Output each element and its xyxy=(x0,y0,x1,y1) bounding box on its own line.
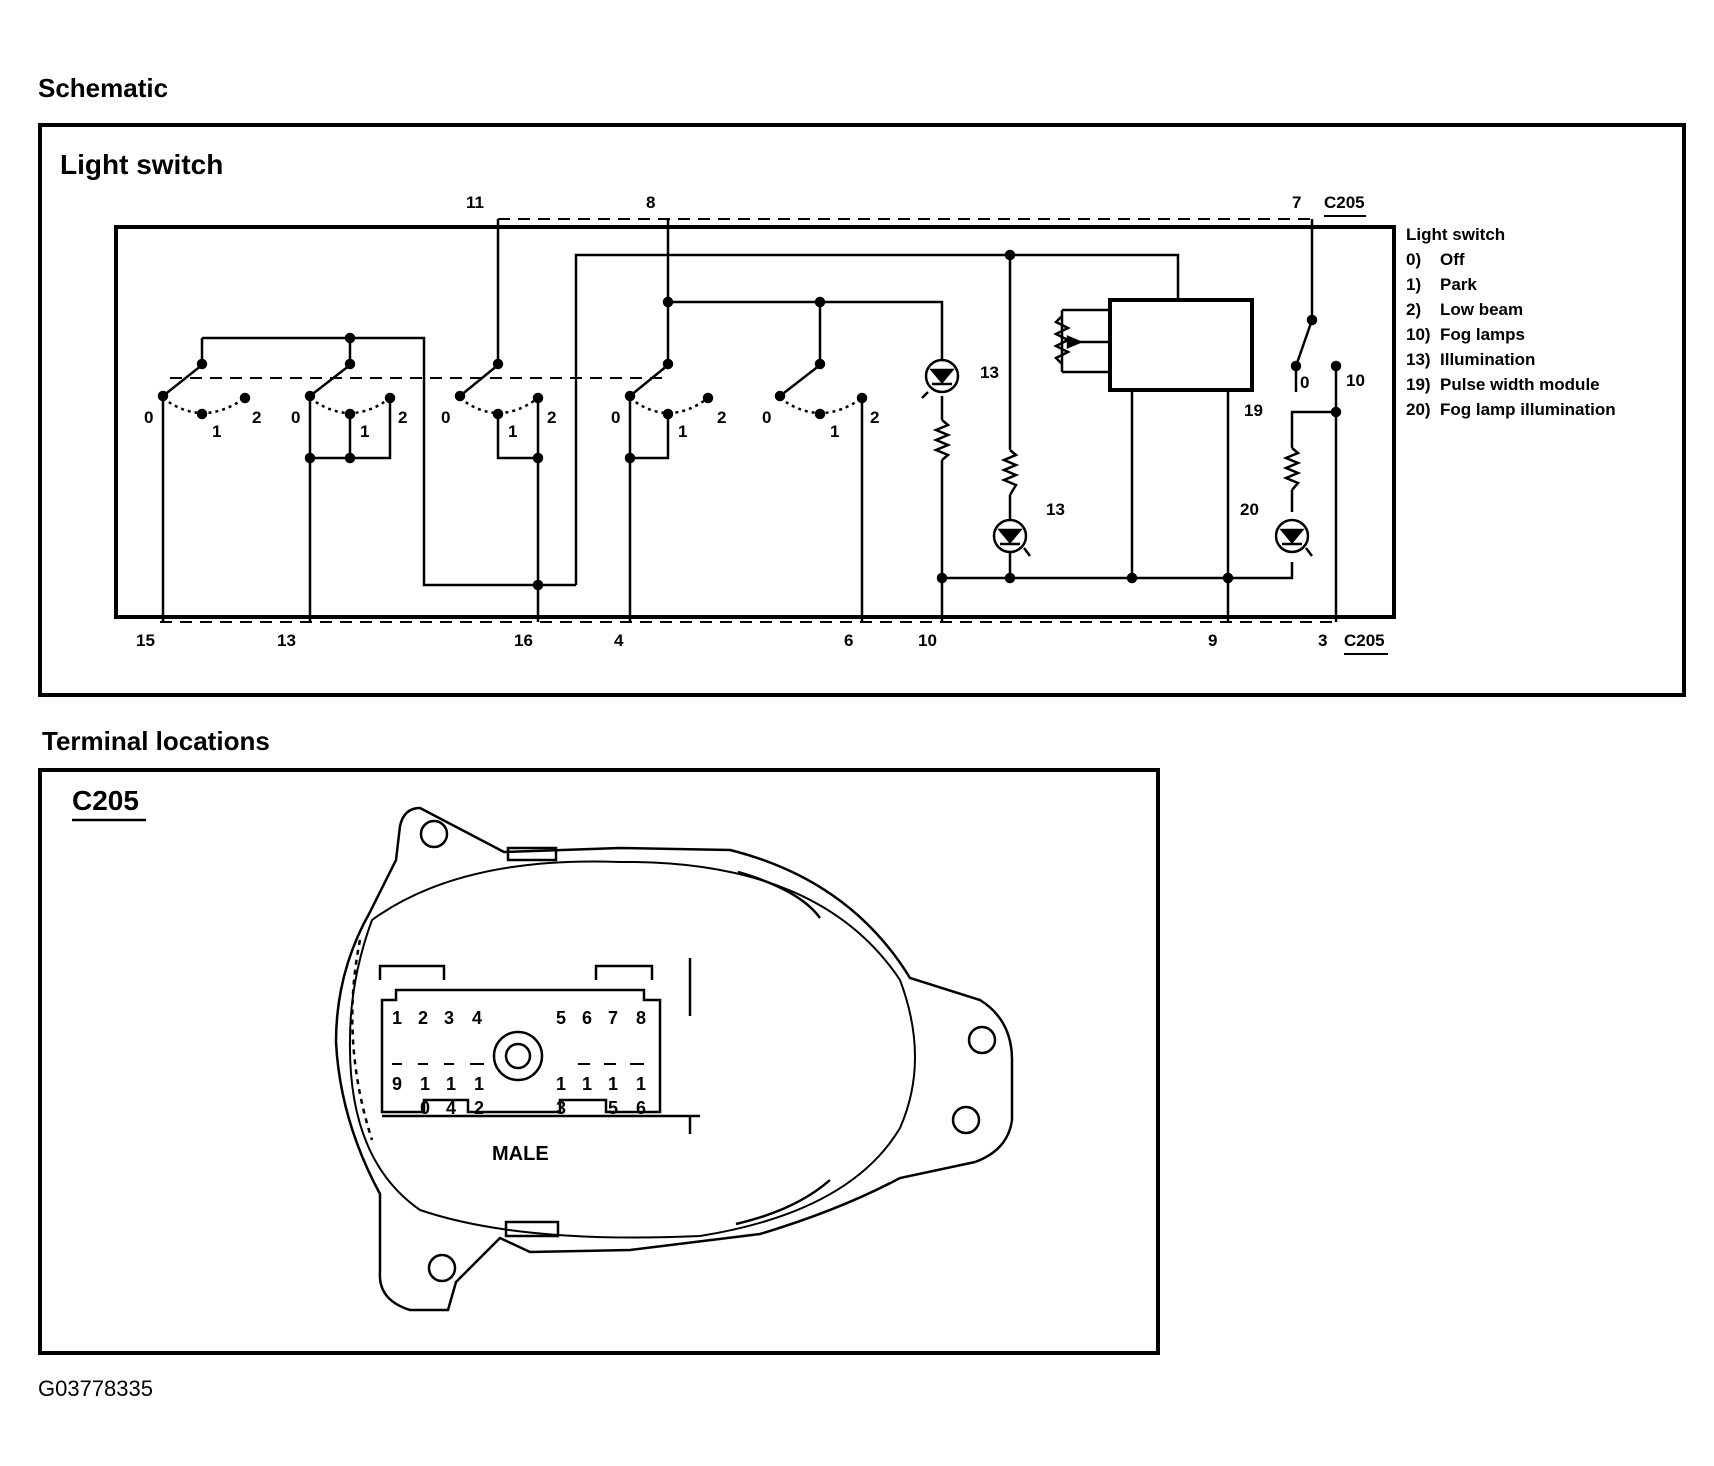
svg-text:0: 0 xyxy=(441,408,450,427)
bottom-pin-6: 6 xyxy=(844,631,853,650)
figure-id: G03778335 xyxy=(38,1376,153,1401)
switch-body xyxy=(114,225,1396,619)
gender-label: MALE xyxy=(492,1143,549,1165)
potentiometer-icon xyxy=(1053,308,1110,374)
terminal-3: 3 xyxy=(444,1008,454,1028)
svg-text:0: 0 xyxy=(144,408,153,427)
bottom-pin-4: 4 xyxy=(614,631,624,650)
svg-text:1): 1) xyxy=(1406,275,1421,294)
bottom-pin-10: 10 xyxy=(918,631,937,650)
label-20: 20 xyxy=(1240,500,1259,519)
svg-text:5: 5 xyxy=(608,1098,618,1118)
pulse-width-module xyxy=(1108,298,1254,392)
top-pin-11: 11 xyxy=(466,193,484,212)
svg-text:2): 2) xyxy=(1406,300,1421,319)
svg-text:2: 2 xyxy=(474,1098,484,1118)
resistor-icon xyxy=(932,419,952,461)
connector-housing xyxy=(334,806,1014,1312)
svg-text:Illumination: Illumination xyxy=(1440,350,1535,369)
wiring xyxy=(161,219,1338,622)
svg-text:2: 2 xyxy=(870,408,879,427)
label-10-fog: 10 xyxy=(1346,371,1365,390)
resistor-icon xyxy=(1000,449,1020,496)
terminal-8: 8 xyxy=(636,1008,646,1028)
label-0-fog: 0 xyxy=(1300,373,1309,392)
top-pin-7: 7 xyxy=(1292,193,1301,212)
svg-text:19): 19) xyxy=(1406,375,1431,394)
svg-text:2: 2 xyxy=(252,408,261,427)
bottom-pin-3: 3 xyxy=(1318,631,1327,650)
resistor-icon xyxy=(1282,447,1302,491)
bottom-connector-label: C205 xyxy=(1344,631,1385,650)
svg-text:1: 1 xyxy=(678,422,687,441)
svg-text:Pulse width module: Pulse width module xyxy=(1440,375,1600,394)
svg-text:20): 20) xyxy=(1406,400,1431,419)
svg-text:0: 0 xyxy=(420,1098,430,1118)
svg-text:0: 0 xyxy=(291,408,300,427)
svg-text:1: 1 xyxy=(360,422,369,441)
bottom-pin-9: 9 xyxy=(1208,631,1217,650)
terminal-numbers: 1 2 3 4 5 6 7 8 9 1 1 1 1 1 1 1 0 4 2 3 … xyxy=(392,1008,646,1118)
svg-text:3: 3 xyxy=(556,1098,566,1118)
schematic-panel-title: Light switch xyxy=(60,149,223,180)
terminal-1: 1 xyxy=(392,1008,402,1028)
schematic-heading: Schematic xyxy=(38,73,168,103)
terminals-connector-label: C205 xyxy=(72,785,139,816)
top-pin-8: 8 xyxy=(646,193,655,212)
terminal-11-tens: 1 xyxy=(582,1074,592,1094)
svg-text:Low beam: Low beam xyxy=(1440,300,1523,319)
svg-text:Fog lamp illumination: Fog lamp illumination xyxy=(1440,400,1616,419)
svg-text:1: 1 xyxy=(212,422,221,441)
top-connector-label: C205 xyxy=(1324,193,1365,212)
lamp-icon xyxy=(921,358,960,399)
svg-text:2: 2 xyxy=(717,408,726,427)
terminal-15-tens: 1 xyxy=(608,1074,618,1094)
legend-title: Light switch xyxy=(1406,225,1505,244)
terminal-9: 9 xyxy=(392,1074,402,1094)
schematic-frame xyxy=(38,123,1686,697)
lamp-icon xyxy=(1274,518,1313,557)
svg-text:6: 6 xyxy=(636,1098,646,1118)
svg-text:2: 2 xyxy=(547,408,556,427)
svg-text:0: 0 xyxy=(762,408,771,427)
terminals-frame xyxy=(38,768,1160,1355)
svg-text:0: 0 xyxy=(611,408,620,427)
terminal-5: 5 xyxy=(556,1008,566,1028)
terminal-13-tens: 1 xyxy=(556,1074,566,1094)
bottom-pin-13: 13 xyxy=(277,631,296,650)
svg-text:10): 10) xyxy=(1406,325,1431,344)
terminal-16-tens: 1 xyxy=(636,1074,646,1094)
bottom-pin-15: 15 xyxy=(136,631,155,650)
terminal-6: 6 xyxy=(582,1008,592,1028)
legend: Light switch 0) Off 1) Park 2) Low beam … xyxy=(1406,225,1616,419)
label-13-top: 13 xyxy=(980,363,999,382)
svg-text:1: 1 xyxy=(508,422,517,441)
svg-text:2: 2 xyxy=(398,408,407,427)
svg-text:Fog lamps: Fog lamps xyxy=(1440,325,1525,344)
svg-text:4: 4 xyxy=(446,1098,456,1118)
terminal-12-tens: 1 xyxy=(474,1074,484,1094)
switch-position-labels: 0 1 2 0 1 2 0 1 2 0 1 2 0 1 2 xyxy=(144,408,879,441)
terminal-7: 7 xyxy=(608,1008,618,1028)
svg-text:1: 1 xyxy=(830,422,839,441)
terminal-14-tens: 1 xyxy=(446,1074,456,1094)
terminal-10-tens: 1 xyxy=(420,1074,430,1094)
label-13-bottom: 13 xyxy=(1046,500,1065,519)
terminal-2: 2 xyxy=(418,1008,428,1028)
svg-text:13): 13) xyxy=(1406,350,1431,369)
svg-text:Off: Off xyxy=(1440,250,1465,269)
terminal-4: 4 xyxy=(472,1008,482,1028)
bottom-pin-16: 16 xyxy=(514,631,533,650)
label-19: 19 xyxy=(1244,401,1263,420)
switch-contacts xyxy=(157,249,1342,591)
svg-text:Park: Park xyxy=(1440,275,1477,294)
lamp-icon xyxy=(992,518,1031,557)
svg-text:0): 0) xyxy=(1406,250,1421,269)
terminals-heading: Terminal locations xyxy=(42,726,270,756)
